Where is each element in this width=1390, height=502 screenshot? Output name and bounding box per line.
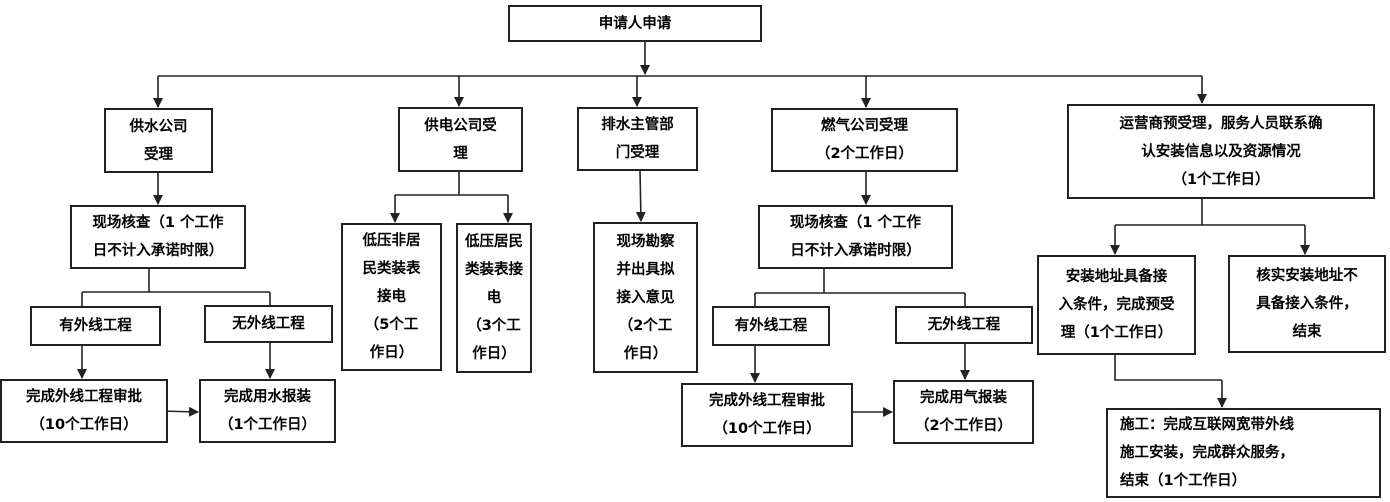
- node-drain-accept: 排水主管部 门受理: [577, 107, 698, 171]
- node-water-external-approval: 完成外线工程审批 （10个工作日）: [0, 379, 168, 443]
- node-power-nonresidential: 低压非居 民类装表 接电 （5个工 作日）: [341, 223, 442, 371]
- node-water-check: 现场核查（1 个工作 日不计入承诺时限）: [70, 205, 246, 269]
- node-apply: 申请人申请: [508, 5, 762, 42]
- node-gas-complete: 完成用气报装 （2个工作日）: [893, 380, 1034, 444]
- node-gas-external-approval: 完成外线工程审批 （10个工作日）: [681, 383, 853, 447]
- node-gas-accept: 燃气公司受理 （2个工作日）: [771, 108, 958, 172]
- node-operator-eligible: 安装地址具备接 入条件，完成预受 理（1个工作日）: [1037, 255, 1196, 355]
- node-gas-check: 现场核查（1 个工作 日不计入承诺时限）: [758, 205, 953, 269]
- arrow-drain-survey: [635, 169, 646, 222]
- node-operator-accept: 运营商预受理，服务人员联系确 认安装信息以及资源情况 （1个工作日）: [1067, 104, 1375, 199]
- node-power-accept: 供电公司受 理: [398, 107, 523, 172]
- node-water-accept: 供水公司 受理: [104, 108, 213, 173]
- node-gas-has-external: 有外线工程: [712, 306, 830, 346]
- node-operator-ineligible: 核实安装地址不 具备接入条件， 结束: [1228, 255, 1386, 353]
- node-drain-survey: 现场勘察 并出具拟 接入意见 （2个工 作日）: [593, 222, 698, 373]
- node-water-no-external: 无外线工程: [204, 305, 333, 343]
- node-water-complete: 完成用水报装 （1个工作日）: [199, 379, 336, 443]
- node-operator-construction: 施工：完成互联网宽带外线 施工安装，完成群众服务， 结束（1个工作日）: [1106, 408, 1381, 498]
- node-gas-no-external: 无外线工程: [895, 306, 1033, 344]
- node-power-residential: 低压居民 类装表接 电 （3个工 作日）: [456, 223, 532, 373]
- node-water-has-external: 有外线工程: [30, 306, 161, 346]
